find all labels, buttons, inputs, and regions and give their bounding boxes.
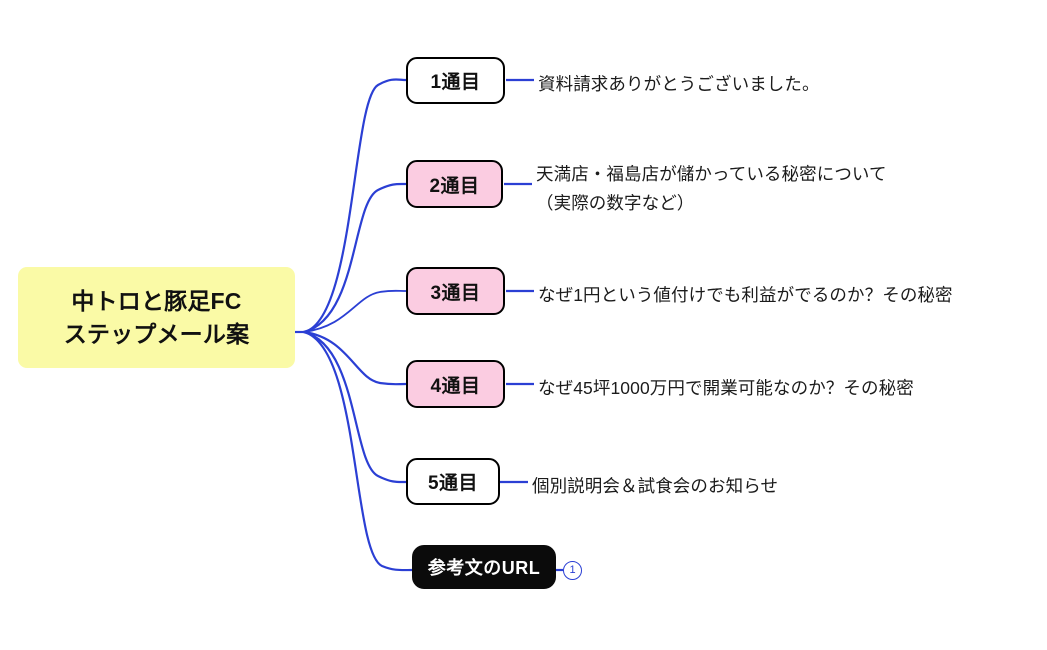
reference-badge-1[interactable]: 1 bbox=[563, 561, 582, 580]
branch-label-3: なぜ1円という値付けでも利益がでるのか？その秘密 bbox=[538, 285, 953, 305]
branch-node-5[interactable]: 5通目 bbox=[406, 458, 500, 505]
branch-label-5: 個別説明会＆試食会のお知らせ bbox=[532, 476, 779, 496]
branch-node-3[interactable]: 3通目 bbox=[406, 267, 505, 315]
branch-node-6-reference-url[interactable]: 参考文のURL bbox=[412, 545, 556, 589]
branch-node-2[interactable]: 2通目 bbox=[406, 160, 503, 208]
branch-label-2-line-2: （実際の数字など） bbox=[536, 193, 695, 213]
connector-branch-1 bbox=[302, 78, 408, 334]
root-node-line-1: 中トロと豚足FC bbox=[71, 287, 242, 314]
connector-branch-3 bbox=[303, 289, 407, 333]
root-node[interactable]: 中トロと豚足FC ステップメール案 bbox=[18, 267, 295, 368]
root-node-line-2: ステップメール案 bbox=[63, 320, 250, 347]
connector-branch-2 bbox=[302, 182, 408, 334]
branch-label-1: 資料請求ありがとうございました。 bbox=[538, 74, 820, 94]
branch-label-2-line-1: 天満店・福島店が儲かっている秘密について bbox=[536, 164, 887, 184]
connector-branch-5 bbox=[302, 330, 408, 484]
connector-branch-6 bbox=[302, 330, 414, 572]
branch-label-4: なぜ45坪1000万円で開業可能なのか？その秘密 bbox=[538, 378, 914, 398]
branch-node-1[interactable]: 1通目 bbox=[406, 57, 505, 104]
branch-node-4[interactable]: 4通目 bbox=[406, 360, 505, 408]
connector-branch-4 bbox=[302, 330, 408, 386]
